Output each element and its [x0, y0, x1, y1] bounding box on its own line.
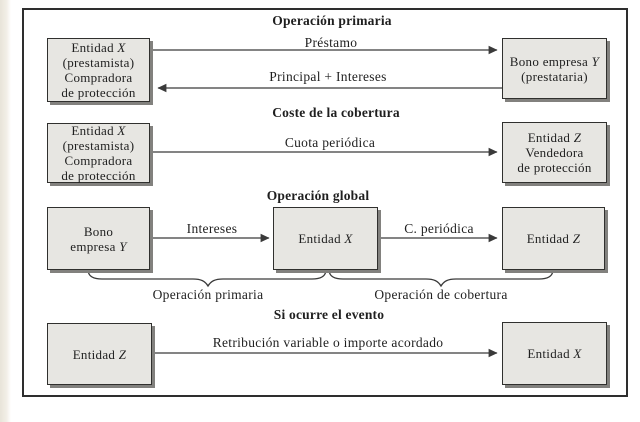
box-line: Compradora: [64, 70, 133, 85]
box-line: empresa Y: [70, 238, 127, 254]
box-line: Bono empresa Y: [509, 53, 600, 69]
section-title-coste-cobertura: Coste de la cobertura: [272, 105, 400, 120]
label-principal-intereses: Principal + Intereses: [269, 69, 387, 84]
box-line: de protección: [517, 160, 592, 175]
box-line: de protección: [61, 168, 136, 183]
box-line: Entidad Z: [526, 231, 581, 246]
label-intereses: Intereses: [186, 221, 238, 236]
label-brace-operacion-cobertura: Operación de cobertura: [374, 287, 508, 302]
label-retribucion-variable: Retribución variable o importe acordado: [212, 335, 444, 350]
box-line: Compradora: [64, 153, 133, 168]
box-entidad-x-prestamista-2: Entidad X (prestamista) Compradora de pr…: [47, 123, 150, 183]
box-entidad-z-vendedora: Entidad Z Vendedora de protección: [502, 122, 607, 183]
box-entidad-x-prestamista-1: Entidad X (prestamista) Compradora de pr…: [47, 38, 150, 102]
label-prestamo: Préstamo: [304, 35, 358, 50]
box-line: Bono: [83, 223, 114, 239]
box-line: Entidad Z: [527, 130, 582, 145]
box-line: (prestataria): [521, 68, 588, 84]
box-entidad-z-global: Entidad Z: [502, 207, 605, 270]
label-c-periodica: C. periódica: [404, 221, 474, 236]
label-cuota-periodica: Cuota periódica: [284, 135, 376, 150]
box-line: Vendedora: [525, 145, 584, 160]
box-entidad-x-evento: Entidad X: [502, 322, 607, 385]
box-entidad-x-global: Entidad X: [273, 207, 378, 270]
section-title-operacion-global: Operación global: [266, 188, 370, 203]
diagram-outer-border: [22, 8, 628, 397]
box-line: Entidad X: [71, 123, 126, 138]
section-title-si-ocurre-evento: Si ocurre el evento: [273, 307, 385, 322]
box-entidad-z-evento: Entidad Z: [47, 323, 152, 385]
box-line: (prestamista): [62, 138, 135, 153]
scan-page-edge: [0, 0, 11, 422]
section-title-operacion-primaria: Operación primaria: [272, 13, 392, 28]
box-line: Entidad X: [298, 231, 353, 246]
box-line: de protección: [61, 85, 136, 100]
box-bono-empresa-y: Bono empresa Y (prestataria): [502, 38, 607, 99]
box-line: Entidad X: [71, 40, 126, 55]
box-bono-empresa-y-global: Bono empresa Y: [47, 207, 150, 270]
label-brace-operacion-primaria: Operación primaria: [152, 287, 264, 302]
box-line: (prestamista): [62, 55, 135, 70]
box-line: Entidad X: [527, 346, 582, 361]
box-line: Entidad Z: [72, 346, 127, 362]
